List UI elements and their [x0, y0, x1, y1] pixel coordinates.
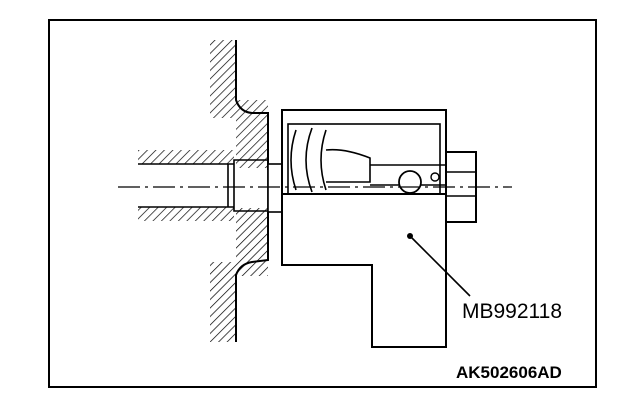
diagram-frame	[48, 19, 597, 388]
special-tool-body	[281, 109, 477, 348]
figure-code: AK502606AD	[456, 363, 562, 382]
leader-line	[407, 233, 471, 297]
threaded-shaft	[138, 150, 283, 221]
tool-label: MB992118	[462, 300, 562, 323]
housing-section	[210, 40, 269, 342]
